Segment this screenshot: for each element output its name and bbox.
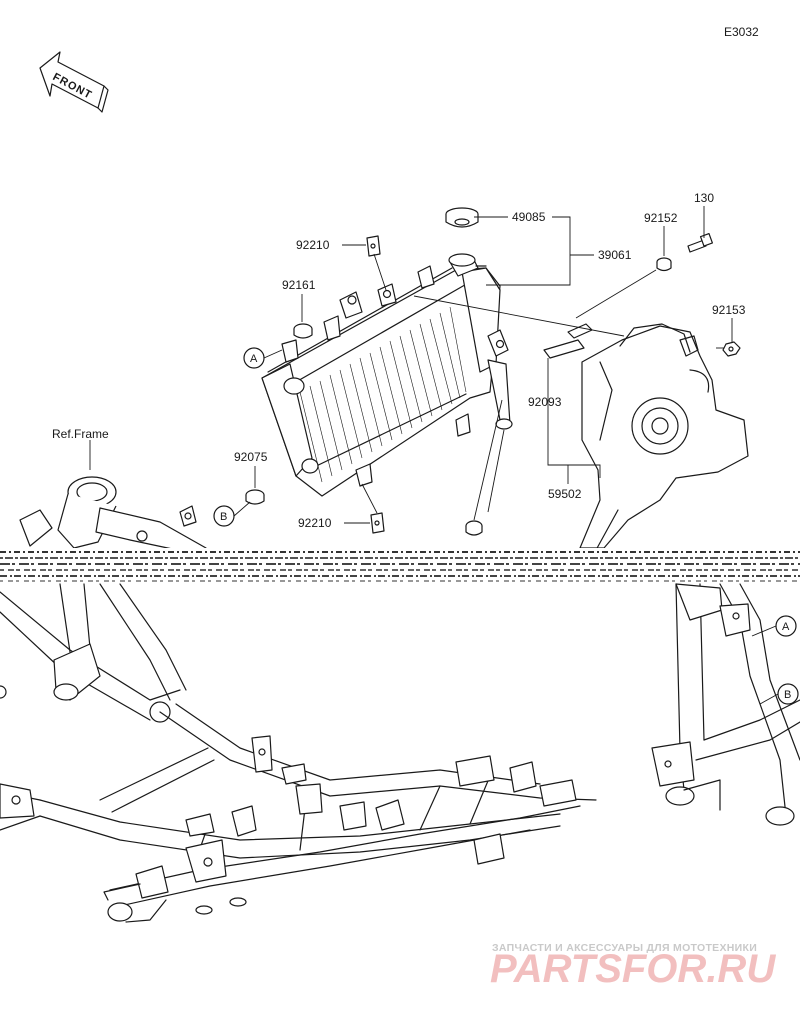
label-59502: 59502 [548,487,582,501]
frame-lower [0,583,800,923]
watermark-brand-c: .RU [706,947,776,991]
collar-92152 [656,257,672,272]
break-band [0,548,800,584]
leader-lines [89,206,733,524]
radiator [261,253,513,497]
watermark: ЗАПЧАСТИ И АКСЕССУАРЫ ДЛЯ МОТОТЕХНИКИ PA… [490,942,776,991]
front-arrow-icon: FRONT [39,51,109,113]
grommet-92161 [293,323,313,339]
label-92152: 92152 [644,211,678,225]
callout-b-left: B [213,505,235,527]
callout-a-left-text: A [250,353,258,365]
callout-a-left: A [243,347,265,369]
label-92210-bottom: 92210 [298,516,332,530]
label-ref-frame: Ref.Frame [52,427,109,441]
seal-strip-92093 [543,323,593,359]
part-labels: 49085 39061 92152 130 92210 92161 92153 … [52,191,746,530]
radiator-cap [445,207,479,228]
watermark-subtitle: ЗАПЧАСТИ И АКСЕССУАРЫ ДЛЯ МОТОТЕХНИКИ [492,942,757,954]
callout-b-right: B [777,683,799,705]
nut-92153 [722,341,741,357]
watermark-brand-b: FOR [622,947,707,991]
label-92210-top: 92210 [296,238,330,252]
callout-b-right-text: B [784,689,791,701]
label-92161: 92161 [282,278,316,292]
radiator-core-fins [299,306,467,483]
label-92075: 92075 [234,450,268,464]
watermark-brand: PARTSFOR.RU [490,947,776,991]
grommet-bottom [465,520,483,536]
watermark-brand-a: PARTS [490,947,622,991]
callout-a-right-text: A [782,621,790,633]
label-130: 130 [694,191,714,205]
diagram-id: E3032 [724,25,759,39]
label-49085: 49085 [512,210,546,224]
clip-92210-top [366,235,381,257]
label-92093: 92093 [528,395,562,409]
grommet-92075 [245,489,265,505]
bolt-130 [687,232,714,253]
frame-upper [19,476,207,555]
label-92153: 92153 [712,303,746,317]
clip-92210-bottom [370,512,385,534]
callout-a-right: A [775,615,797,637]
label-39061: 39061 [598,248,632,262]
callout-b-left-text: B [220,511,227,523]
fan-shroud [579,323,749,551]
